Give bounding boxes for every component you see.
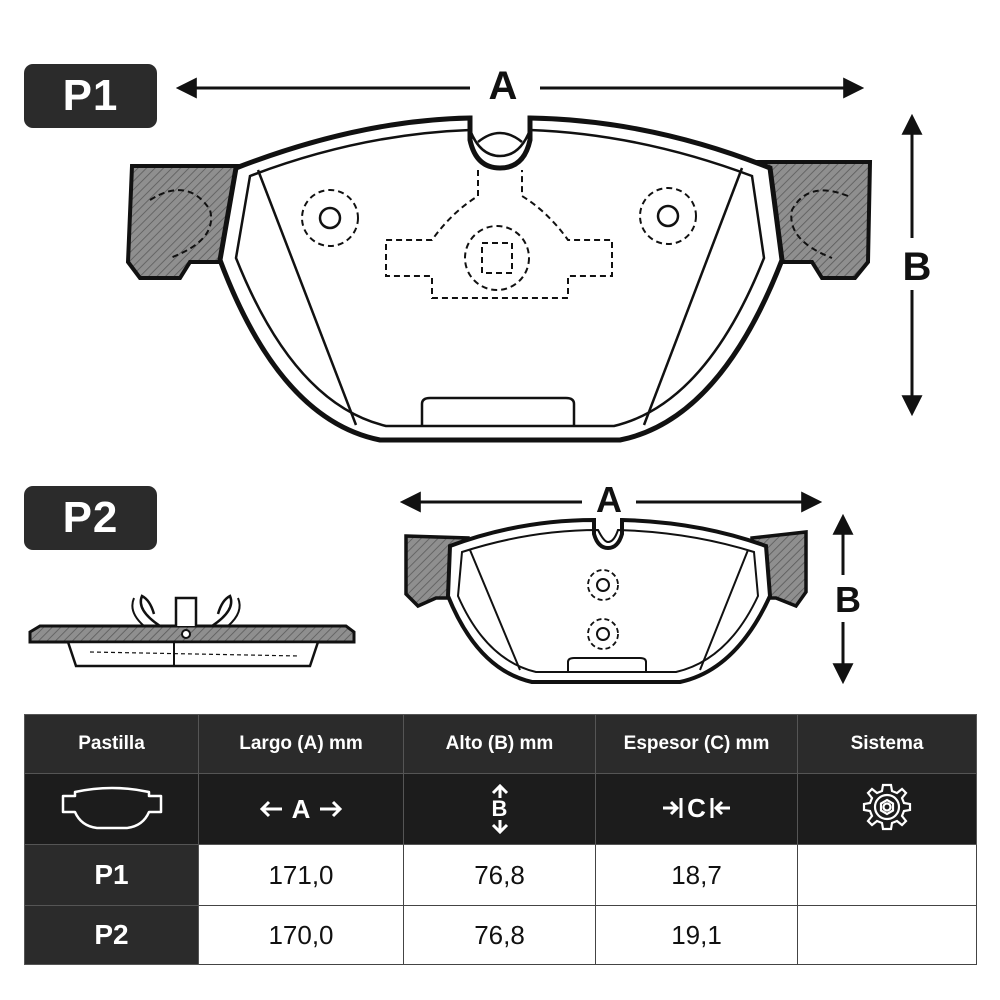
header-espesor: Espesor (C) mm — [595, 714, 798, 774]
p1-dim-b-label: B — [903, 245, 932, 289]
row-p1-largo: 171,0 — [198, 844, 404, 906]
thickness-c-icon: C — [661, 793, 732, 824]
row-p2-espesor: 19,1 — [595, 905, 798, 965]
row-p2-largo: 170,0 — [198, 905, 404, 965]
width-a-icon: A — [258, 794, 345, 825]
p2-dimension-a: A — [399, 479, 823, 520]
height-b-icon: B — [490, 784, 510, 834]
brake-pad-icon — [61, 786, 162, 829]
header-alto: Alto (B) mm — [403, 714, 596, 774]
p2-side-view — [28, 594, 356, 668]
p2-dimension-b: B — [832, 513, 861, 685]
p1-badge: P1 — [24, 64, 157, 128]
row-p1-name: P1 — [24, 844, 199, 906]
p2-pad-drawing — [404, 517, 808, 684]
table-icon-row: A B C — [24, 773, 977, 845]
gear-icon — [862, 783, 912, 830]
height-b-icon-label: B — [491, 796, 508, 821]
row-p2-alto: 76,8 — [403, 905, 596, 965]
row-p2-name: P2 — [24, 905, 199, 965]
header-largo: Largo (A) mm — [198, 714, 404, 774]
brake-pad-diagram: A B — [28, 64, 932, 685]
row-p1-sistema — [797, 844, 977, 906]
p1-dim-a-label: A — [489, 64, 518, 108]
row-p2-sistema — [797, 905, 977, 965]
p1-pad-drawing — [125, 115, 873, 443]
table-header-row: Pastilla Largo (A) mm Alto (B) mm Espeso… — [24, 714, 977, 774]
row-p1-alto: 76,8 — [403, 844, 596, 906]
table-row: P1 171,0 76,8 18,7 — [24, 844, 977, 906]
p1-dimension-b: B — [901, 113, 932, 417]
spec-table: Pastilla Largo (A) mm Alto (B) mm Espeso… — [24, 714, 977, 965]
p2-dim-b-label: B — [835, 579, 861, 620]
table-row: P2 170,0 76,8 19,1 — [24, 905, 977, 965]
header-sistema: Sistema — [797, 714, 977, 774]
header-pastilla: Pastilla — [24, 714, 199, 774]
row-p1-espesor: 18,7 — [595, 844, 798, 906]
p2-badge: P2 — [24, 486, 157, 550]
width-a-icon-label: A — [291, 793, 311, 824]
p1-dimension-a: A — [175, 64, 865, 108]
thickness-c-icon-label: C — [687, 792, 706, 823]
p2-dim-a-label: A — [596, 479, 622, 520]
